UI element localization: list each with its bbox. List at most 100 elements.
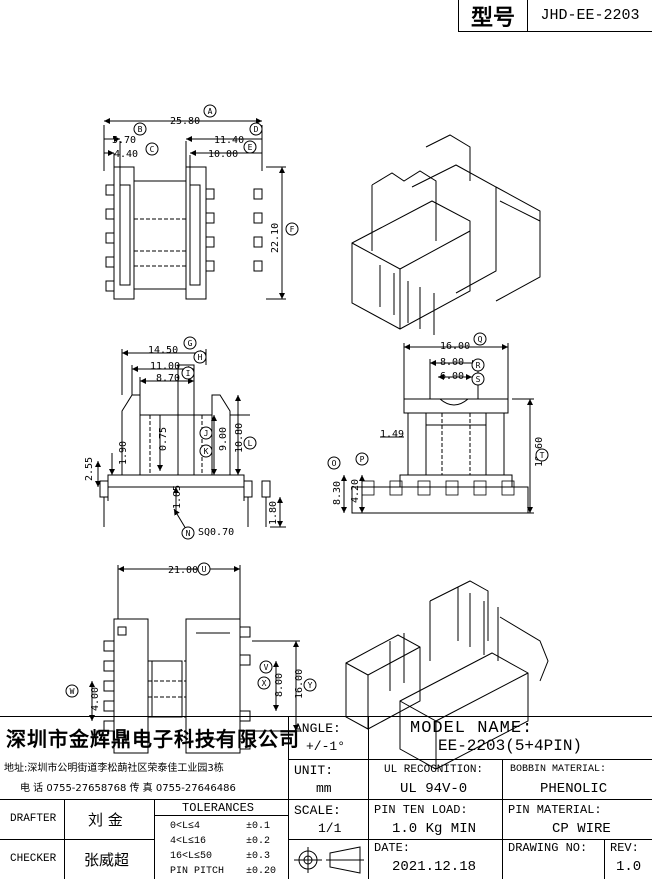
dim-u: 1.49 [380,429,404,440]
date-value: 2021.12.18 [392,859,477,875]
marker-a: A [203,104,217,118]
drafter-name: 刘 金 [88,811,123,829]
svg-text:B: B [138,125,143,134]
tolerance-values: ±0.1 ±0.2 ±0.3 ±0.20 [246,819,276,879]
marker-q: Q [473,332,487,346]
pin-material-label: PIN MATERIAL: [508,803,602,817]
dim-g: 14.50 [148,345,178,356]
model-header: 型号 JHD-EE-2203 [458,0,652,32]
dim-p: 1.80 [268,501,279,525]
model-label: MODEL NAME: [410,719,534,738]
tolerance-range-1: 0<L≤4 [170,821,201,832]
svg-text:J: J [204,429,209,438]
isometric-view-top [351,134,541,335]
marker-s: S [471,372,485,386]
tolerance-range-2: 4<L≤16 [170,836,207,847]
svg-text:V: V [264,663,269,672]
dim-o: 1.05 [172,485,183,509]
marker-p: P [355,452,369,466]
pin-load-label: PIN TEN LOAD: [374,803,468,817]
svg-text:E: E [248,143,253,152]
marker-o: O [327,456,341,470]
dim-m: 0.75 [158,427,169,451]
dim-q: 16.00 [440,341,470,352]
drawing-no-label: DRAWING NO: [508,841,588,855]
marker-f: F [285,222,299,236]
marker-j: J [199,426,213,440]
company-name: 深圳市金辉鼎电子科技有限公司 [6,727,300,751]
svg-text:W: W [70,687,75,696]
isometric-view-bottom [345,580,549,770]
bobbin-value: PHENOLIC [540,781,608,797]
svg-text:K: K [204,447,209,456]
checker-label: CHECKER [10,853,57,865]
marker-y: Y [303,678,317,692]
svg-text:Q: Q [478,335,483,344]
marker-b: B [133,122,147,136]
svg-text:A: A [208,107,213,116]
svg-text:I: I [186,369,191,378]
tolerance-value-2: ±0.2 [246,836,271,847]
dim-c: 4.40 [114,149,138,160]
svg-text:T: T [540,451,545,460]
svg-text:N: N [186,529,191,538]
tolerance-value-1: ±0.1 [246,821,271,832]
company-address: 地址:深圳市公明街道李松蓢社区荣泰佳工业园3栋 [4,763,224,774]
scale-value: 1/1 [318,821,342,836]
projection-symbol-icon [294,846,364,874]
date-label: DATE: [374,841,411,855]
pin-material-value: CP WIRE [552,821,611,837]
dim-k: 9.00 [218,427,229,451]
top-view [103,118,286,300]
marker-x: X [257,676,271,690]
checker-name: 张威超 [84,851,130,869]
dim-w: 4.20 [350,479,361,503]
dim-n: 2.55 [84,457,95,481]
svg-text:L: L [248,439,253,448]
dim-r: 8.00 [440,357,464,368]
side-view [95,349,286,530]
dim-v: 8.30 [332,481,343,505]
marker-u: U [197,562,211,576]
dim-d: 11.40 [214,135,244,146]
bobbin-label: BOBBIN MATERIAL: [510,764,607,775]
svg-text:X: X [262,679,267,688]
marker-c: C [145,142,159,156]
dim-j: 1.90 [118,441,129,465]
dim-e: 10.00 [208,149,238,160]
dim-b: 5.70 [112,135,136,146]
svg-text:G: G [188,339,193,348]
tolerance-ranges: 0<L≤4 4<L≤16 16<L≤50 PIN PITCH [170,819,224,879]
pin-load-value: 1.0 Kg MIN [392,821,477,837]
marker-l: L [243,436,257,450]
ul-label: UL RECOGNITION: [384,764,484,776]
front-view [341,343,534,514]
tolerance-range-4: PIN PITCH [170,866,225,877]
dim-aa: 4.00 [90,687,101,711]
svg-text:U: U [202,565,207,574]
svg-text:Y: Y [308,681,313,690]
svg-text:S: S [476,375,481,384]
dim-x: 21.00 [168,565,198,576]
dim-s: 6.00 [440,371,464,382]
svg-text:D: D [254,125,259,134]
dim-y: 8.00 [274,673,285,697]
dim-i: 8.70 [156,373,180,384]
marker-t: T [535,448,549,462]
drafter-label: DRAFTER [10,813,57,825]
tolerance-range-3: 16<L≤50 [170,851,213,862]
marker-r: R [471,358,485,372]
title-block: 深圳市金辉鼎电子科技有限公司 地址:深圳市公明街道李松蓢社区荣泰佳工业园3栋 电… [0,716,652,879]
model-code: JHD-EE-2203 [540,7,640,24]
marker-i: I [181,366,195,380]
marker-w: W [65,684,79,698]
rev-label: REV: [610,841,639,855]
type-label: 型号 [459,0,528,31]
scale-label: SCALE: [294,803,341,818]
dim-l: 10.80 [234,423,245,453]
marker-v: V [259,660,273,674]
ul-value: UL 94V-0 [400,781,468,797]
svg-text:P: P [360,455,365,464]
angle-value: +/-1° [306,739,346,754]
marker-k: K [199,444,213,458]
